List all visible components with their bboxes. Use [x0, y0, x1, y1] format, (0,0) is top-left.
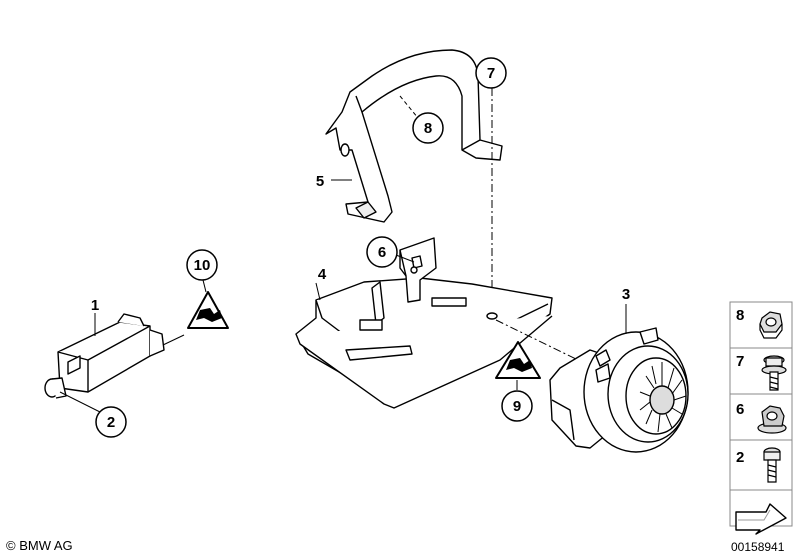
leader-line-6	[395, 254, 415, 263]
side-panel-number-8: 8	[736, 307, 744, 324]
callout-8: 8	[412, 112, 444, 144]
screw-icon	[763, 447, 781, 483]
callout-label-9: 9	[513, 398, 521, 415]
leader-line-10	[162, 334, 185, 346]
label-4: 4	[318, 266, 327, 283]
leader-line-2	[59, 391, 101, 413]
flange-nut-icon	[757, 405, 787, 434]
side-panel: 8 7 6 2	[729, 301, 793, 535]
callout-2: 2	[95, 406, 127, 438]
warning-triangle-9	[495, 341, 541, 379]
callout-label-7: 7	[487, 65, 495, 82]
leader-line-8	[399, 95, 419, 119]
copyright-text: © BMW AG	[6, 538, 73, 553]
base-tray-part	[295, 277, 553, 409]
arrow-icon	[735, 503, 787, 535]
side-panel-number-2: 2	[736, 449, 744, 466]
siren-part	[549, 327, 689, 453]
callout-6: 6	[366, 236, 398, 268]
callout-label-2: 2	[107, 414, 115, 431]
callout-label-6: 6	[378, 244, 386, 261]
upper-bracket-part	[325, 49, 503, 223]
leader-line-tray-to-siren	[495, 319, 579, 361]
callout-9: 9	[501, 390, 533, 422]
callout-10: 10	[186, 249, 218, 281]
label-5: 5	[316, 173, 324, 190]
leader-line-4	[315, 282, 321, 301]
callout-7: 7	[475, 57, 507, 89]
small-bracket-part	[399, 237, 437, 303]
image-number: 00158941	[731, 540, 785, 554]
callout-label-10: 10	[194, 257, 211, 274]
nut-icon	[759, 311, 783, 339]
callout-label-8: 8	[424, 120, 432, 137]
warning-triangle-10	[187, 291, 229, 329]
leader-line-10-to-triangle	[202, 279, 207, 293]
label-1: 1	[91, 297, 99, 314]
side-panel-number-7: 7	[736, 353, 744, 370]
label-3: 3	[622, 286, 630, 303]
control-unit-part	[44, 313, 165, 399]
side-panel-number-6: 6	[736, 401, 744, 418]
flange-bolt-icon	[761, 355, 787, 391]
